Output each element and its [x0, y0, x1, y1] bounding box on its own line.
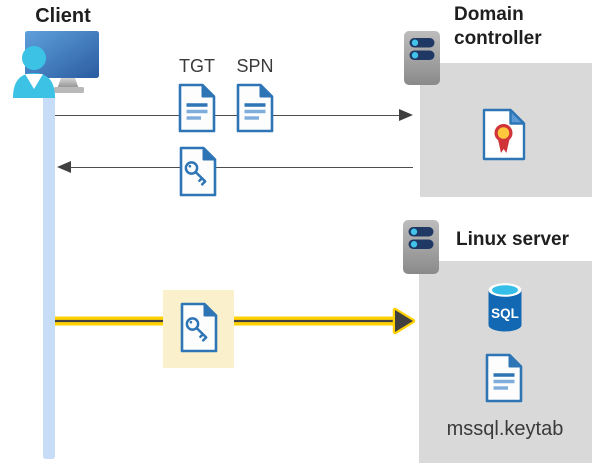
linux-server-icon	[402, 219, 440, 275]
keytab-document-icon	[484, 353, 524, 403]
linux-server-label: Linux server	[456, 229, 569, 250]
certificate-icon	[482, 108, 526, 161]
ticket-response-arrow	[57, 161, 413, 174]
arrow-line	[55, 114, 400, 117]
spn-ticket-document-icon	[235, 83, 275, 133]
spn-label: SPN	[236, 56, 274, 76]
keytab-file-label: mssql.keytab	[446, 418, 564, 440]
kerberos-auth-arrow	[55, 307, 416, 335]
key-ticket-icon	[178, 146, 218, 197]
tgt-label: TGT	[179, 56, 215, 76]
ticket-request-arrow	[55, 109, 413, 122]
arrow-left-head-icon	[57, 161, 71, 173]
client-user-computer-icon	[13, 31, 99, 98]
tgt-ticket-document-icon	[177, 83, 217, 133]
client-timeline-bar	[43, 90, 55, 459]
domain-controller-label: Domain controller	[454, 4, 542, 49]
sql-database-icon: SQL	[488, 283, 522, 332]
key-ticket-highlighted-icon	[179, 302, 219, 353]
client-label: Client	[35, 5, 91, 27]
arrow-right-head-icon	[399, 109, 413, 121]
sql-badge-text: SQL	[491, 306, 519, 321]
domain-controller-server-icon	[403, 30, 441, 86]
arrow-line	[70, 166, 413, 169]
